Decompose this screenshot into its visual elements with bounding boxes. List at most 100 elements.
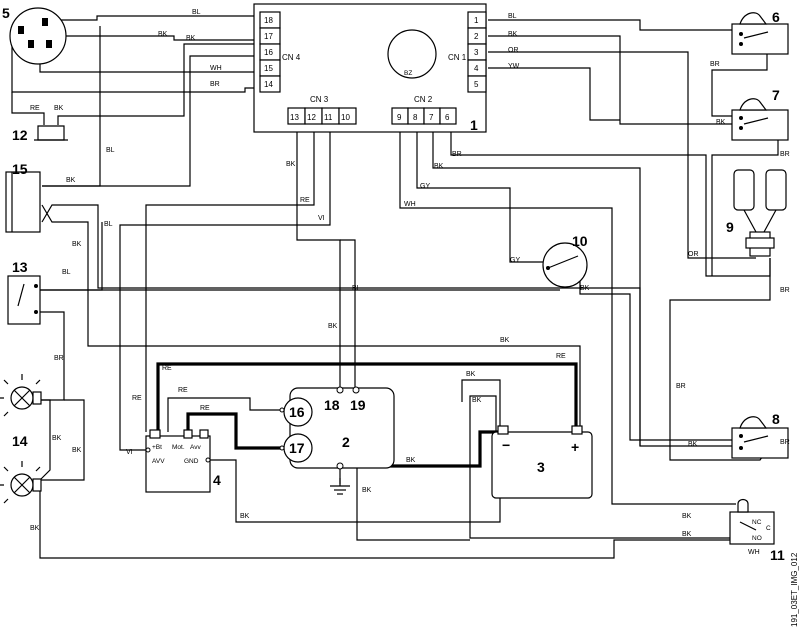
svg-text:VI: VI: [318, 215, 325, 222]
control-module: +Bt Mot. Avv AVV GND: [145, 429, 211, 493]
svg-text:BR: BR: [452, 151, 462, 158]
label-9: 9: [726, 219, 734, 235]
svg-text:BK: BK: [286, 161, 296, 168]
svg-text:BK: BK: [466, 371, 476, 378]
svg-text:BK: BK: [186, 35, 196, 42]
wiring-thin: [11, 15, 779, 559]
svg-text:C: C: [766, 525, 771, 532]
svg-text:BK: BK: [688, 441, 698, 448]
svg-text:CN 3: CN 3: [310, 95, 329, 104]
headlamps: [0, 374, 42, 504]
starter-motor: [279, 386, 395, 495]
svg-text:BK: BK: [508, 31, 518, 38]
cn4-pins: 18 17 16 15 14: [259, 11, 281, 93]
svg-text:BK: BK: [682, 531, 692, 538]
svg-text:OR: OR: [688, 251, 699, 258]
figure-code: 191_03ET_IMG_012: [790, 552, 799, 627]
svg-text:BK: BK: [682, 513, 692, 520]
svg-text:BK: BK: [158, 31, 168, 38]
svg-text:BR: BR: [54, 355, 64, 362]
svg-text:BK: BK: [52, 435, 62, 442]
label-11: 11: [770, 547, 785, 563]
label-17: 17: [289, 440, 305, 456]
switch-6: [731, 12, 789, 55]
label-12: 12: [12, 127, 28, 143]
svg-text:BL: BL: [104, 221, 113, 228]
label-18: 18: [324, 397, 340, 413]
label-7: 7: [772, 87, 780, 103]
label-6: 6: [772, 9, 780, 25]
light-switch: [5, 171, 41, 233]
svg-text:BK: BK: [66, 177, 76, 184]
svg-text:BZ: BZ: [404, 70, 412, 77]
svg-text:BL: BL: [352, 285, 361, 292]
svg-text:15: 15: [264, 64, 273, 73]
cn2-pins: 9 8 7 6: [391, 107, 457, 125]
cn1-pins: 1 2 3 4 5: [467, 11, 487, 93]
svg-text:WH: WH: [210, 65, 222, 72]
label-2: 2: [342, 434, 350, 450]
svg-text:BR: BR: [780, 439, 790, 446]
svg-text:RE: RE: [200, 405, 210, 412]
label-8: 8: [772, 411, 780, 427]
svg-text:Mot.: Mot.: [172, 444, 185, 451]
svg-text:RE: RE: [178, 387, 188, 394]
svg-text:CN 2: CN 2: [414, 95, 433, 104]
svg-text:WH: WH: [748, 549, 760, 556]
svg-text:RE: RE: [556, 353, 566, 360]
label-3: 3: [537, 459, 545, 475]
svg-text:+Bt: +Bt: [152, 444, 162, 451]
svg-text:14: 14: [264, 80, 273, 89]
svg-text:NO: NO: [752, 535, 762, 542]
svg-text:8: 8: [413, 113, 418, 122]
label-19: 19: [350, 397, 366, 413]
svg-text:7: 7: [429, 113, 434, 122]
label-4: 4: [213, 472, 221, 488]
wire-color-labels: BL BK BK WH BR RE BK BL BK BL BK BL BR B…: [30, 9, 790, 556]
label-5: 5: [2, 5, 10, 21]
switch-8: [731, 416, 789, 459]
svg-text:OR: OR: [508, 47, 519, 54]
microswitch-11: NC C NO: [729, 498, 775, 545]
label-1: 1: [470, 117, 478, 133]
svg-text:RE: RE: [162, 365, 172, 372]
svg-text:BK: BK: [54, 105, 64, 112]
svg-text:3: 3: [474, 48, 479, 57]
svg-text:GY: GY: [420, 183, 430, 190]
svg-text:12: 12: [307, 113, 316, 122]
svg-text:2: 2: [474, 32, 479, 41]
label-14: 14: [12, 433, 28, 449]
svg-text:5: 5: [474, 80, 479, 89]
svg-text:AVV: AVV: [152, 458, 165, 465]
svg-text:GND: GND: [184, 458, 199, 465]
svg-text:RE: RE: [132, 395, 142, 402]
svg-text:−: −: [502, 437, 510, 453]
horn-connector: [34, 125, 68, 141]
svg-text:16: 16: [264, 48, 273, 57]
svg-text:BR: BR: [210, 81, 220, 88]
svg-text:10: 10: [341, 113, 350, 122]
svg-text:CN 1: CN 1: [448, 53, 467, 62]
seat-switch: [7, 275, 41, 325]
svg-text:WH: WH: [404, 201, 416, 208]
svg-text:BK: BK: [240, 513, 250, 520]
label-16: 16: [289, 404, 305, 420]
svg-text:BL: BL: [192, 9, 201, 16]
svg-text:BK: BK: [362, 487, 372, 494]
component-numbers: 1 2 3 4 5 6 7 8 9 10 11 12 15 13 14 16 1…: [2, 5, 785, 563]
svg-text:VI: VI: [126, 449, 133, 456]
svg-text:BK: BK: [72, 241, 82, 248]
svg-text:+: +: [571, 439, 579, 455]
label-10: 10: [572, 233, 588, 249]
svg-text:BK: BK: [716, 119, 726, 126]
svg-text:BK: BK: [72, 447, 82, 454]
svg-text:18: 18: [264, 16, 273, 25]
svg-text:CN 4: CN 4: [282, 53, 301, 62]
svg-text:BL: BL: [106, 147, 115, 154]
svg-text:11: 11: [324, 113, 333, 122]
label-13: 13: [12, 259, 28, 275]
svg-text:YW: YW: [508, 63, 520, 70]
svg-text:BL: BL: [62, 269, 71, 276]
svg-text:4: 4: [474, 64, 479, 73]
fuse-holder: [733, 169, 787, 257]
